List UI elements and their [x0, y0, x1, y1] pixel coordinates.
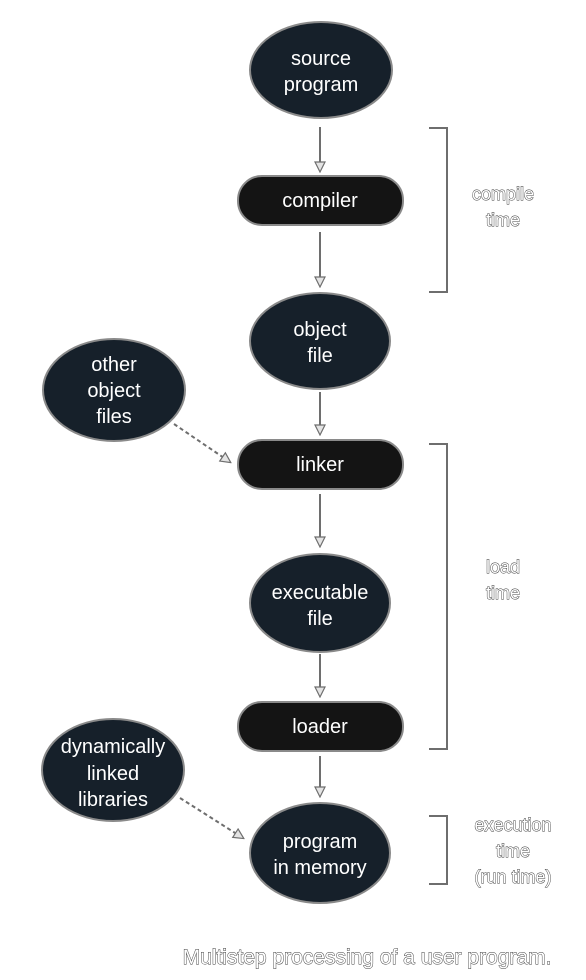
node-source-program-line1: source: [291, 48, 351, 70]
node-executable-file-line2: file: [307, 608, 333, 630]
node-executable-file-line1: executable: [272, 582, 369, 604]
node-object-file-line2: file: [307, 345, 333, 367]
phase-execution-time-line3: (run time): [474, 867, 551, 887]
dashed-arrow-libraries-to-memory: [179, 797, 243, 838]
node-libraries-line1: dynamically: [61, 736, 165, 758]
phase-execution-time-line2: time: [496, 841, 530, 861]
node-linker-label: linker: [296, 454, 344, 476]
node-object-file: object file: [249, 292, 391, 390]
dashed-arrow-other-files-to-linker: [173, 423, 230, 462]
node-object-file-line1: object: [293, 319, 347, 341]
phase-execution-time-line1: execution: [474, 815, 551, 835]
node-source-program-line2: program: [284, 74, 358, 96]
phase-load-time-line1: load: [486, 557, 520, 577]
phase-execution-time: execution time (run time): [474, 815, 552, 888]
node-other-object-files-line3: files: [96, 406, 132, 428]
node-source-program: source program: [249, 21, 393, 119]
bracket-load-time: [429, 443, 448, 750]
node-loader: loader: [237, 701, 404, 752]
node-dynamically-linked-libraries: dynamically linked libraries: [41, 718, 185, 822]
phase-compile-time-line2: time: [486, 210, 520, 230]
node-linker: linker: [237, 439, 404, 490]
phase-compile-time-line1: compile: [472, 184, 534, 204]
phase-load-time-line2: time: [486, 583, 520, 603]
node-loader-label: loader: [292, 716, 348, 738]
bracket-execution-time: [429, 815, 448, 885]
node-program-in-memory-line1: program: [283, 831, 357, 853]
node-compiler: compiler: [237, 175, 404, 226]
node-compiler-label: compiler: [282, 190, 358, 212]
node-libraries-line3: libraries: [78, 789, 148, 811]
phase-load-time: load time: [486, 557, 521, 604]
node-other-object-files-line2: object: [87, 380, 141, 402]
node-executable-file: executable file: [249, 553, 391, 653]
figure-caption: Multistep processing of a user program.: [183, 946, 552, 969]
phase-compile-time: compile time: [472, 184, 535, 231]
node-libraries-line2: linked: [87, 763, 139, 785]
node-other-object-files: other object files: [42, 338, 186, 442]
bracket-compile-time: [429, 127, 448, 293]
node-program-in-memory-line2: in memory: [273, 857, 366, 879]
node-other-object-files-line1: other: [91, 354, 137, 376]
node-program-in-memory: program in memory: [249, 802, 391, 904]
